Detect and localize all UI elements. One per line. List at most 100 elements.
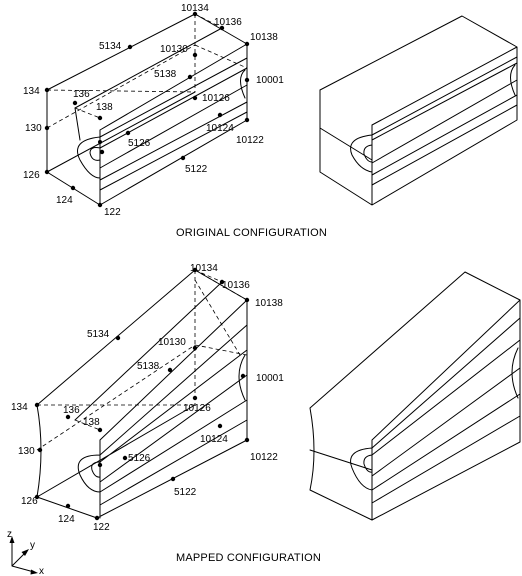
- label-5138: 5138: [154, 69, 177, 80]
- label-126: 126: [21, 496, 38, 507]
- label-5134: 5134: [87, 329, 110, 340]
- label-130: 130: [18, 446, 35, 457]
- label-138: 138: [96, 102, 113, 113]
- axis-y-label: y: [30, 540, 35, 551]
- node-5138: [167, 367, 173, 373]
- label-10136: 10136: [214, 17, 242, 28]
- mapped-node-labels: 10134 10136 10138 5134 10130 5138 10001 …: [11, 263, 284, 533]
- node-10124: [217, 423, 223, 429]
- label-10122: 10122: [236, 135, 264, 146]
- label-10138: 10138: [250, 32, 278, 43]
- original-box-edges: [46, 13, 248, 206]
- original-labeled-wireframe: 10134 10136 10138 5134 10130 5138 10001 …: [23, 3, 284, 218]
- node-126: [44, 169, 50, 175]
- label-136: 136: [63, 405, 80, 416]
- node-hole-b: [98, 140, 102, 144]
- node-126: [34, 494, 40, 500]
- node-138: [97, 115, 103, 121]
- node-10136: [219, 25, 225, 31]
- label-10134: 10134: [181, 3, 209, 14]
- label-5126: 5126: [128, 138, 151, 149]
- label-10124: 10124: [206, 123, 234, 134]
- node-10138: [244, 41, 250, 47]
- caption-mapped: MAPPED CONFIGURATION: [176, 552, 321, 564]
- caption-original: ORIGINAL CONFIGURATION: [176, 227, 327, 239]
- node-10130: [192, 52, 198, 58]
- label-122: 122: [93, 522, 110, 533]
- node-5126: [122, 455, 128, 461]
- node-10122: [244, 437, 250, 443]
- label-5122: 5122: [174, 487, 197, 498]
- node-134: [44, 87, 50, 93]
- label-130: 130: [25, 123, 42, 134]
- axis-z-label: z: [7, 529, 12, 540]
- label-10124: 10124: [200, 434, 228, 445]
- node-hole-a: [97, 462, 103, 468]
- label-10001: 10001: [256, 373, 284, 384]
- mapped-solid-outline: [309, 271, 521, 521]
- node-130: [44, 125, 50, 131]
- label-5126: 5126: [128, 453, 151, 464]
- label-10126: 10126: [183, 403, 211, 414]
- node-10001: [240, 373, 246, 379]
- y-arrow: [21, 549, 29, 556]
- mapped-labeled-wireframe: 10134 10136 10138 5134 10130 5138 10001 …: [11, 263, 284, 533]
- mapped-box-edges: [36, 269, 248, 519]
- label-134: 134: [11, 402, 28, 413]
- axis-x-label: x: [39, 566, 44, 576]
- mapped-hidden-edges: [36, 269, 248, 451]
- node-5122: [180, 155, 186, 161]
- node-134: [34, 402, 40, 408]
- label-126: 126: [23, 170, 40, 181]
- node-10124: [217, 112, 223, 118]
- node-10134: [192, 267, 198, 273]
- label-10130: 10130: [160, 44, 188, 55]
- label-5138: 5138: [137, 361, 160, 372]
- label-136: 136: [73, 89, 90, 100]
- node-5138: [187, 74, 193, 80]
- label-10126: 10126: [202, 93, 230, 104]
- original-node-labels: 10134 10136 10138 5134 10130 5138 10001 …: [23, 3, 284, 218]
- label-5134: 5134: [99, 41, 122, 52]
- label-10136: 10136: [222, 280, 250, 291]
- label-124: 124: [56, 195, 73, 206]
- label-10130: 10130: [158, 337, 186, 348]
- node-122: [94, 515, 100, 521]
- z-arrow: [9, 536, 15, 543]
- node-136: [72, 100, 78, 106]
- node-10126: [192, 95, 198, 101]
- node-10126: [192, 395, 198, 401]
- original-nodes: [44, 11, 250, 208]
- label-10138: 10138: [255, 298, 283, 309]
- node-5126: [125, 130, 131, 136]
- node-136: [65, 414, 71, 420]
- node-124: [70, 185, 76, 191]
- mapped-nodes: [34, 267, 250, 521]
- node-10138: [244, 297, 250, 303]
- node-130: [37, 447, 43, 453]
- label-10122: 10122: [250, 452, 278, 463]
- node-10130: [192, 345, 198, 351]
- label-122: 122: [104, 207, 121, 218]
- node-124: [65, 503, 71, 509]
- label-10001: 10001: [256, 75, 284, 86]
- node-10136: [219, 279, 225, 285]
- axis-triad: z y x: [7, 529, 44, 576]
- label-134: 134: [23, 86, 40, 97]
- node-10134: [192, 11, 198, 17]
- node-10122: [244, 117, 250, 123]
- node-10001: [244, 77, 250, 83]
- node-5134: [115, 335, 121, 341]
- x-arrow: [30, 569, 38, 575]
- node-138: [97, 427, 103, 433]
- original-solid-outline: [319, 15, 518, 206]
- node-122: [97, 202, 103, 208]
- label-10134: 10134: [190, 263, 218, 274]
- label-138: 138: [83, 417, 100, 428]
- label-124: 124: [58, 514, 75, 525]
- label-5122: 5122: [185, 164, 208, 175]
- node-hole-a: [99, 149, 105, 155]
- node-5122: [170, 476, 176, 482]
- node-5134: [127, 44, 133, 50]
